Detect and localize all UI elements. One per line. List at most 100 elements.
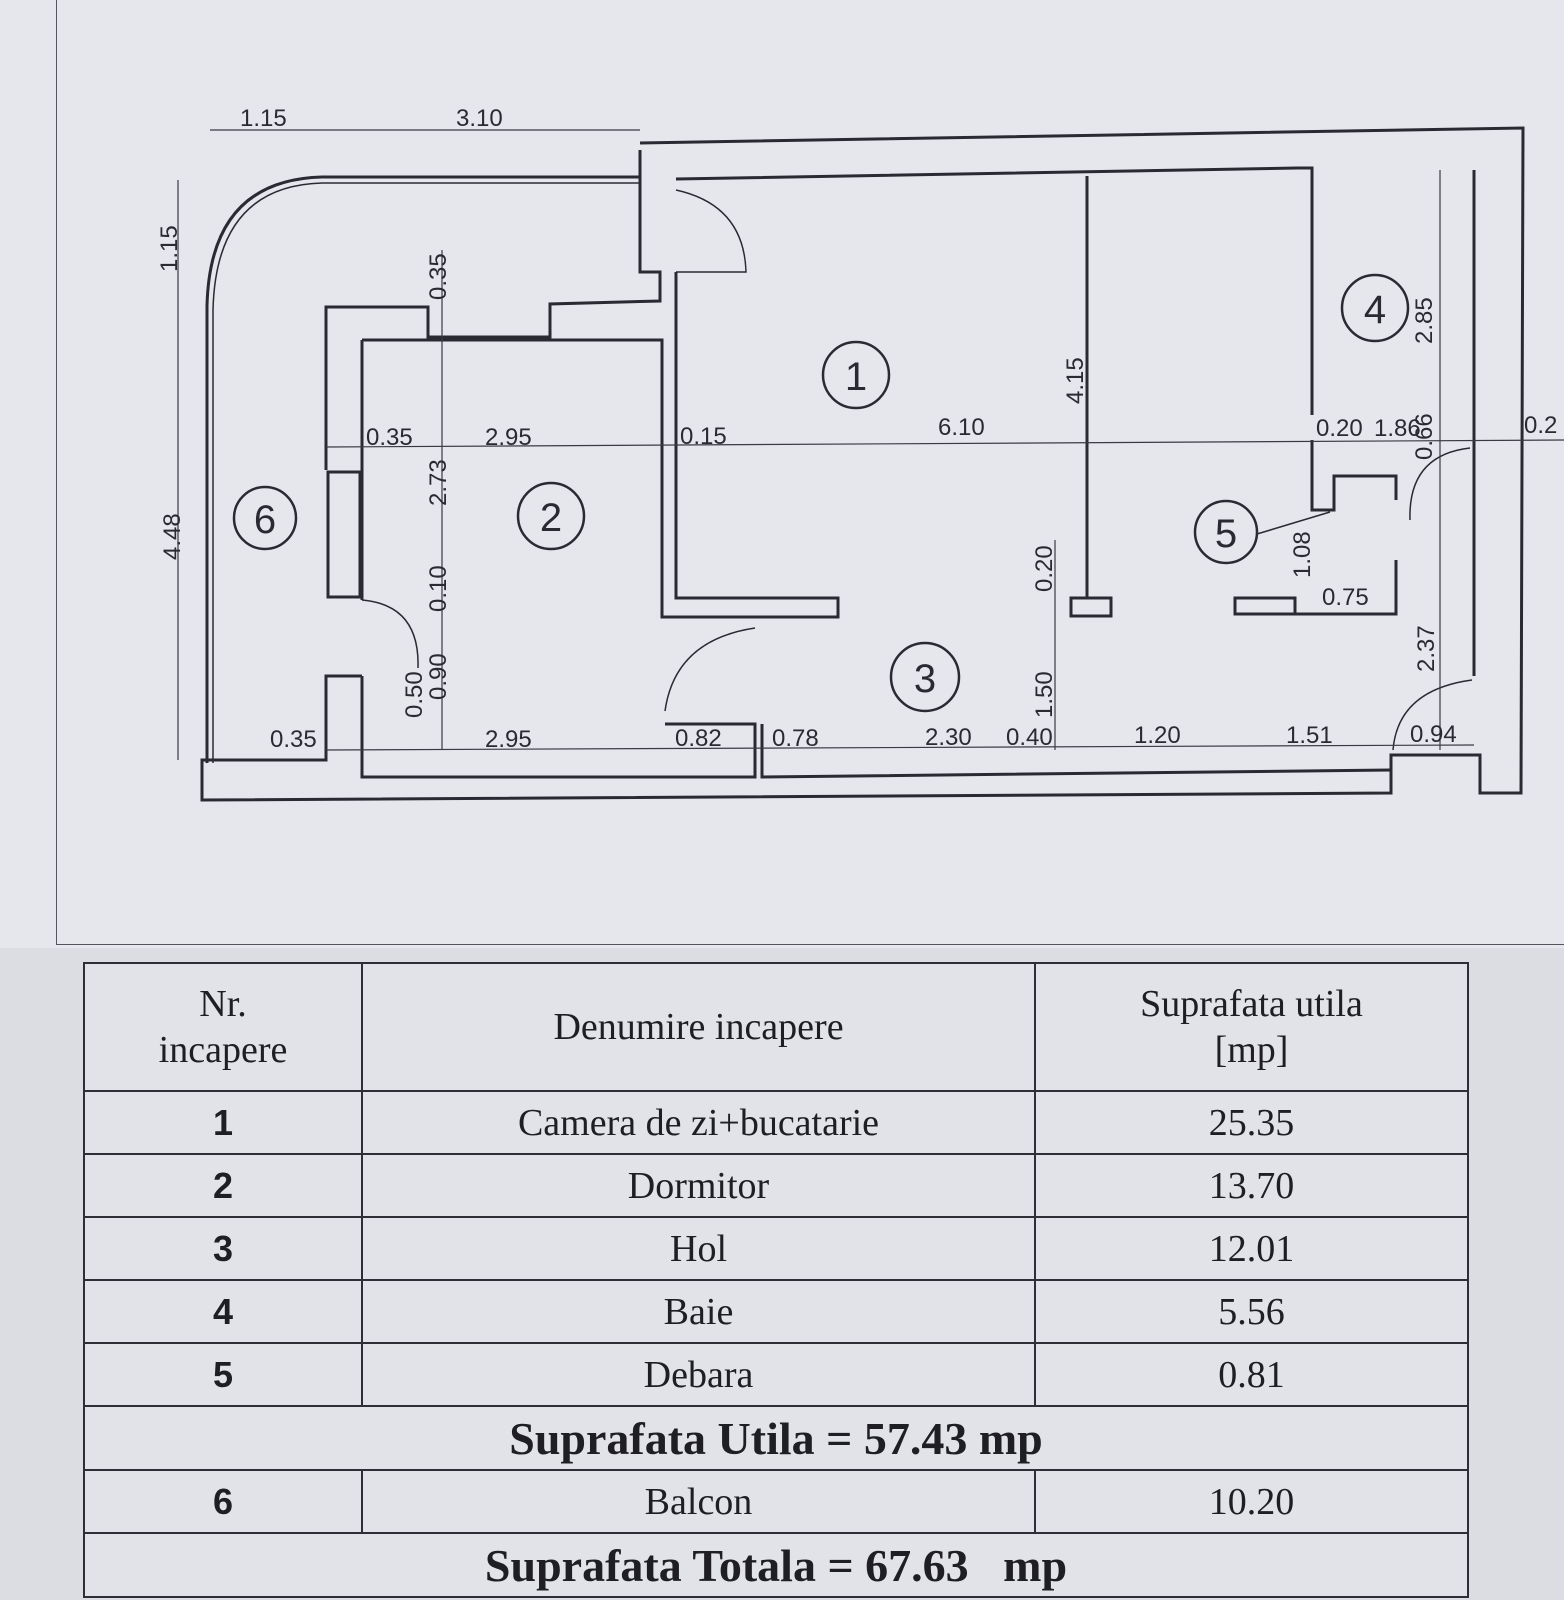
table-row: 3 Hol 12.01 (83, 1216, 1469, 1281)
dim-label: 0.40 (1006, 724, 1053, 751)
table-header-row: Nr. incapere Denumire incapere Suprafata… (83, 962, 1469, 1092)
bedroom-window (326, 470, 362, 599)
dim-label: 4.15 (1062, 357, 1089, 404)
header-room-number: Nr. incapere (83, 962, 363, 1092)
room-number: 6 (83, 1469, 363, 1534)
dim-label: 1.51 (1286, 722, 1333, 749)
room-5-leader (1256, 511, 1331, 535)
bathroom-wall (1310, 440, 1398, 512)
room-number: 1 (83, 1090, 363, 1155)
dim-label: 0.75 (1322, 584, 1369, 611)
room-area: 10.20 (1034, 1469, 1469, 1534)
room-number: 2 (83, 1153, 363, 1218)
room-number: 5 (83, 1342, 363, 1407)
dim-label: 0.78 (772, 725, 819, 752)
floor-plan-drawing: 1 2 3 4 5 6 1.15 3.10 0.35 2.95 0.15 6.1… (156, 105, 1564, 802)
column-base (1069, 596, 1113, 618)
dim-label: 1.50 (1031, 671, 1058, 718)
dim-label: 0.90 (425, 653, 452, 700)
balcony-railing (205, 175, 640, 763)
subtotal-usable-area: Suprafata Utila = 57.43 mp (83, 1405, 1469, 1471)
table-row: 1 Camera de zi+bucatarie 25.35 (83, 1090, 1469, 1155)
outer-wall (200, 126, 1525, 802)
dim-line-bottom (325, 744, 1475, 751)
dim-label: 1.15 (240, 105, 287, 132)
balcony-railing-inner (212, 182, 640, 763)
room-number-2: 2 (540, 496, 562, 540)
dim-label: 2.95 (485, 424, 532, 451)
dim-label: 1.20 (1134, 722, 1181, 749)
hallway-bottom-wall (760, 724, 1392, 779)
door-swing-bath (1409, 447, 1471, 521)
table-row: 4 Baie 5.56 (83, 1279, 1469, 1344)
dim-label: 0.50 (401, 671, 428, 718)
dim-label: 0.15 (680, 423, 727, 450)
storage-wall (1233, 596, 1297, 616)
room-name: Baie (361, 1279, 1036, 1344)
table-row: 5 Debara 0.81 (83, 1342, 1469, 1407)
dim-label: 6.10 (938, 414, 985, 441)
dim-label: 0.94 (1410, 721, 1457, 748)
dim-label: 1.08 (1289, 531, 1316, 578)
room-area: 0.81 (1034, 1342, 1469, 1407)
dim-label: 2.85 (1411, 297, 1438, 344)
bedroom-wall (324, 150, 662, 470)
table-row: 6 Balcon 10.20 (83, 1469, 1469, 1534)
room-name: Hol (361, 1216, 1036, 1281)
dim-label: 2.73 (425, 459, 452, 506)
room-marker-2 (516, 481, 586, 551)
dim-label: 3.10 (456, 105, 503, 132)
bedroom-lower-wall (360, 676, 757, 779)
room-marker-3 (889, 641, 961, 713)
dim-label: 0.82 (675, 725, 722, 752)
room-area: 13.70 (1034, 1153, 1469, 1218)
room-marker-5 (1193, 499, 1259, 565)
room-number-3: 3 (914, 657, 936, 701)
dim-line-middle (325, 439, 1564, 448)
dim-label: 1.86 (1374, 415, 1421, 442)
dim-label: 0.35 (366, 424, 413, 451)
storage-wall-right (1295, 560, 1398, 616)
dim-label: 0.20 (1316, 415, 1363, 442)
room-name: Debara (361, 1342, 1036, 1407)
room-name: Dormitor (361, 1153, 1036, 1218)
room-marker-4 (1340, 273, 1410, 343)
room-name: Camera de zi+bucatarie (361, 1090, 1036, 1155)
dim-label: 0.20 (1031, 545, 1058, 592)
dim-label: 2.30 (925, 724, 972, 751)
total-area: Suprafata Totala = 67.63 mp (83, 1532, 1469, 1598)
room-number-1: 1 (845, 355, 867, 399)
bedroom-wall-inner (362, 272, 840, 619)
room-number-5: 5 (1215, 512, 1237, 556)
dim-label: 0.35 (270, 726, 317, 753)
dim-label: 0.35 (425, 253, 452, 300)
total-row: Suprafata Totala = 67.63 mp (83, 1532, 1469, 1598)
room-number: 4 (83, 1279, 363, 1344)
room-number-6: 6 (254, 498, 276, 542)
dim-label: 0.10 (425, 565, 452, 612)
subtotal-row: Suprafata Utila = 57.43 mp (83, 1405, 1469, 1471)
room-marker-6 (232, 485, 298, 551)
dim-label: 0.2 (1524, 412, 1557, 439)
room-name: Balcon (361, 1469, 1036, 1534)
door-swing-hall (664, 627, 756, 712)
room-number: 3 (83, 1216, 363, 1281)
dim-label: 4.48 (159, 513, 186, 560)
header-room-name: Denumire incapere (361, 962, 1036, 1092)
dim-label: 1.15 (156, 225, 183, 272)
door-swing-entry (1392, 679, 1473, 751)
room-area: 5.56 (1034, 1279, 1469, 1344)
room-number-4: 4 (1364, 288, 1386, 332)
dim-label: 2.95 (485, 726, 532, 753)
rooms-table: Nr. incapere Denumire incapere Suprafata… (83, 962, 1469, 1598)
room-area: 12.01 (1034, 1216, 1469, 1281)
table-row: 2 Dormitor 13.70 (83, 1153, 1469, 1218)
header-area: Suprafata utila [mp] (1034, 962, 1469, 1092)
outer-wall-inner (675, 166, 1314, 415)
door-swing-balcony (675, 189, 747, 273)
floor-plan-area: 1 2 3 4 5 6 1.15 3.10 0.35 2.95 0.15 6.1… (56, 0, 1564, 945)
dim-label: 2.37 (1413, 625, 1440, 672)
room-area: 25.35 (1034, 1090, 1469, 1155)
door-swing-bedroom (361, 599, 419, 669)
room-marker-1 (821, 340, 891, 410)
